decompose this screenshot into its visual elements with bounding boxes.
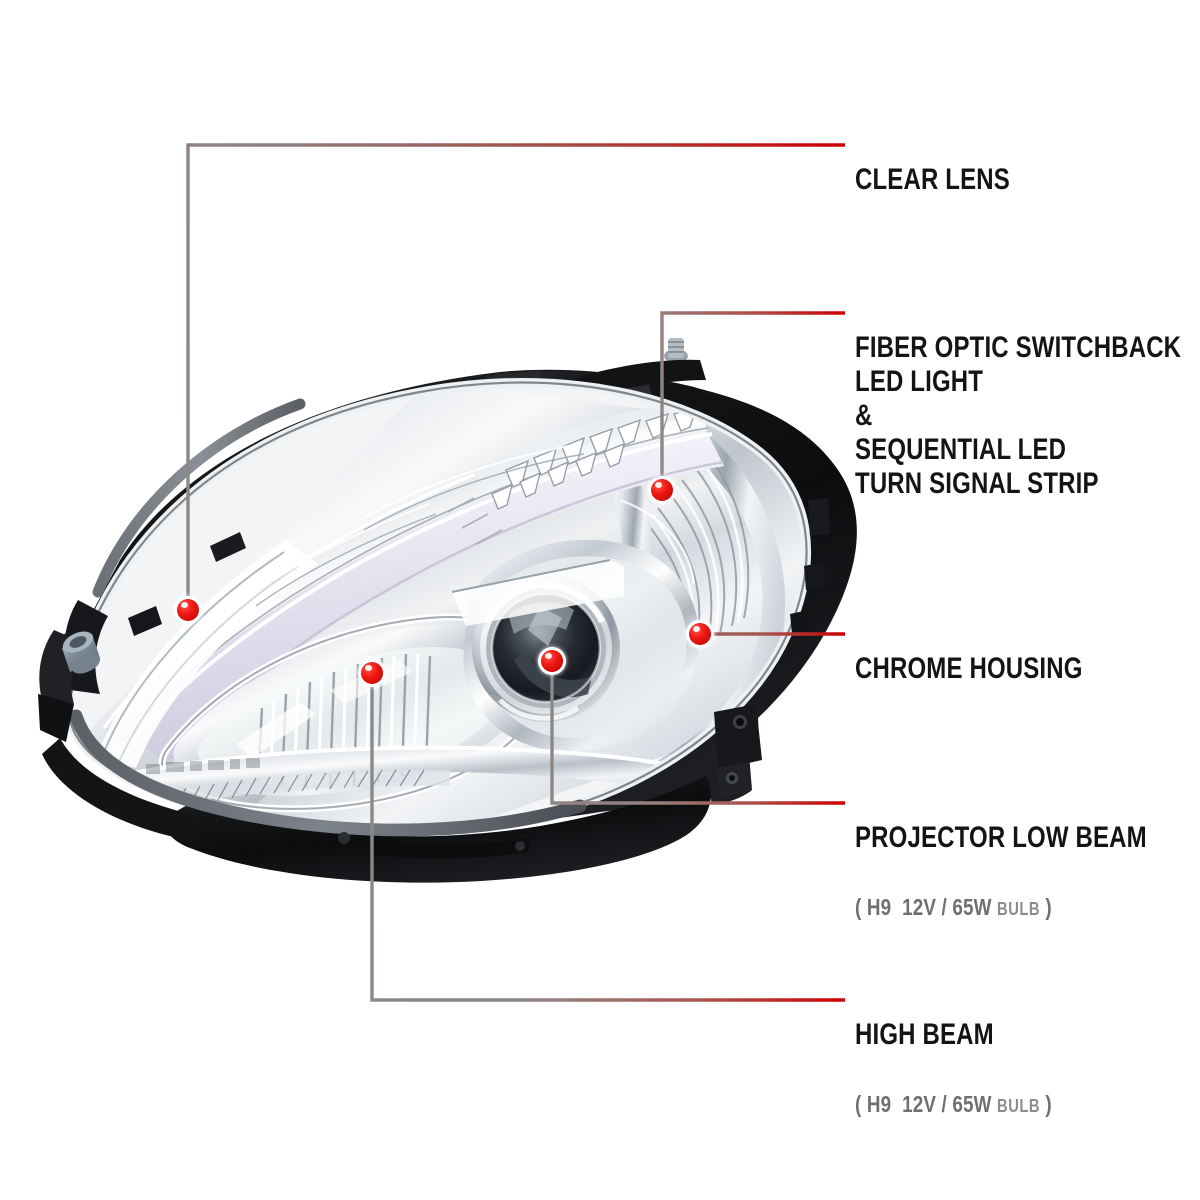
marker-chrome-housing[interactable] xyxy=(689,623,711,645)
callout-fiber-optic-title: FIBER OPTIC SWITCHBACK LED LIGHT & SEQUE… xyxy=(855,331,1182,500)
sub-close: ) xyxy=(1040,894,1052,920)
marker-fiber-optic[interactable] xyxy=(651,479,673,501)
marker-clear-lens[interactable] xyxy=(177,599,199,621)
sub-main: ( H9 12V / 65W xyxy=(855,1091,998,1117)
marker-high-beam[interactable] xyxy=(361,662,383,684)
marker-projector-low-beam[interactable] xyxy=(541,650,563,672)
sub-bulb: BULB xyxy=(997,899,1041,919)
vent-connector xyxy=(62,631,101,674)
callout-projector-low-beam: PROJECTOR LOW BEAM ( H9 12V / 65W BULB ) xyxy=(855,785,1200,958)
callout-clear-lens: CLEAR LENS xyxy=(855,127,1049,233)
callout-projector-low-beam-title: PROJECTOR LOW BEAM xyxy=(855,821,1147,854)
sub-close: ) xyxy=(1040,1091,1052,1117)
sub-bulb: BULB xyxy=(997,1096,1041,1116)
callout-clear-lens-title: CLEAR LENS xyxy=(855,163,1010,196)
right-tab-lower xyxy=(790,610,810,634)
embossed-marking xyxy=(146,758,260,774)
skirt-stud-2 xyxy=(515,841,525,851)
right-tab-upper xyxy=(808,498,830,536)
right-bracket-plate xyxy=(714,704,762,770)
callout-chrome-housing: CHROME HOUSING xyxy=(855,616,1139,722)
callout-chrome-housing-title: CHROME HOUSING xyxy=(855,652,1083,685)
callout-high-beam: HIGH BEAM ( H9 12V / 65W BULB ) xyxy=(855,982,1095,1155)
callout-fiber-optic: FIBER OPTIC SWITCHBACK LED LIGHT & SEQUE… xyxy=(855,295,1200,537)
skirt-stud xyxy=(338,832,350,844)
callout-projector-low-beam-sub: ( H9 12V / 65W BULB ) xyxy=(855,894,1154,922)
callout-high-beam-sub: ( H9 12V / 65W BULB ) xyxy=(855,1091,1052,1119)
screw-head xyxy=(668,338,684,358)
sub-main: ( H9 12V / 65W xyxy=(855,894,998,920)
bottom-left-foot xyxy=(42,738,190,838)
housing-clip-left xyxy=(128,606,162,636)
right-tab-mid xyxy=(804,562,826,590)
callout-high-beam-title: HIGH BEAM xyxy=(855,1018,994,1051)
left-tab xyxy=(38,694,74,742)
